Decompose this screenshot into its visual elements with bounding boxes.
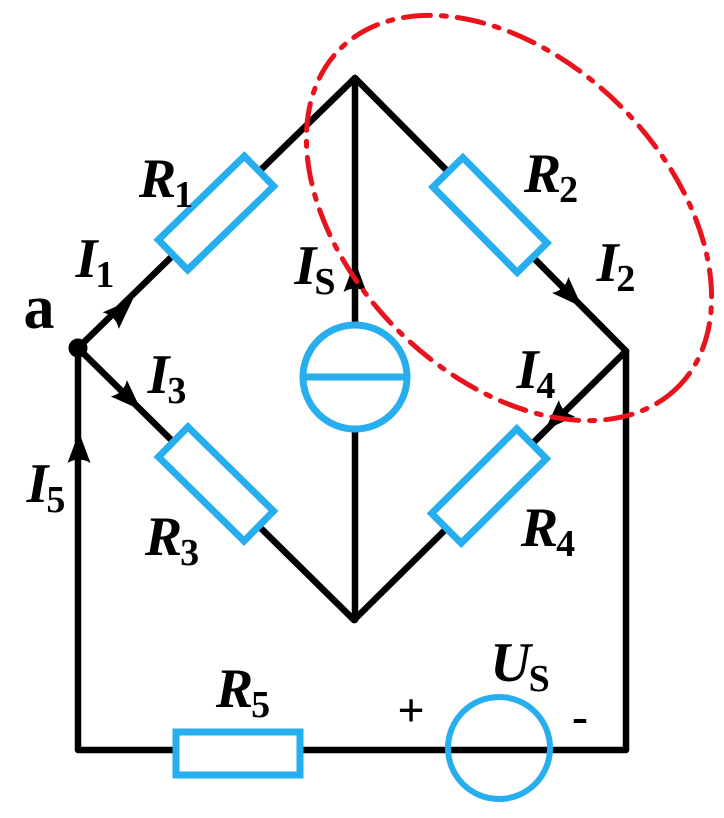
node-a-dot — [68, 338, 88, 358]
resistor-R4 — [426, 423, 552, 549]
node-a-text: a — [23, 274, 55, 342]
label-I4: I4 — [516, 339, 556, 407]
current-source-IS — [299, 321, 411, 433]
resistor-R1 — [153, 151, 279, 275]
voltage-source-US-circle — [445, 694, 553, 802]
label-US: US — [490, 632, 550, 700]
plus-sign: + — [397, 684, 425, 737]
label-plus: + — [397, 687, 424, 735]
label-R2: R2 — [523, 143, 579, 211]
label-I3: I3 — [147, 344, 187, 412]
label-I1: I1 — [75, 228, 115, 296]
minus-sign: - — [572, 690, 588, 743]
label-R1: R1 — [138, 148, 194, 216]
resistor-R3 — [153, 422, 279, 546]
resistor-R1-body — [153, 151, 279, 275]
resistor-R5-body — [172, 728, 304, 779]
resistor-R2 — [427, 152, 553, 278]
label-R4: R4 — [520, 497, 576, 565]
label-I5: I5 — [26, 453, 66, 521]
label-minus: - — [572, 693, 588, 741]
label-node-a: a — [24, 277, 55, 339]
label-IS: IS — [294, 235, 336, 303]
label-I2: I2 — [596, 232, 636, 300]
resistor-R4-body — [426, 423, 552, 549]
label-R3: R3 — [144, 506, 200, 574]
resistor-R3-body — [153, 422, 279, 546]
label-R5: R5 — [215, 658, 271, 726]
wire-outer-loop — [74, 344, 630, 754]
resistor-R2-body — [427, 152, 553, 278]
highlight-ellipse — [303, 12, 715, 424]
arrow-I5 — [67, 432, 91, 463]
